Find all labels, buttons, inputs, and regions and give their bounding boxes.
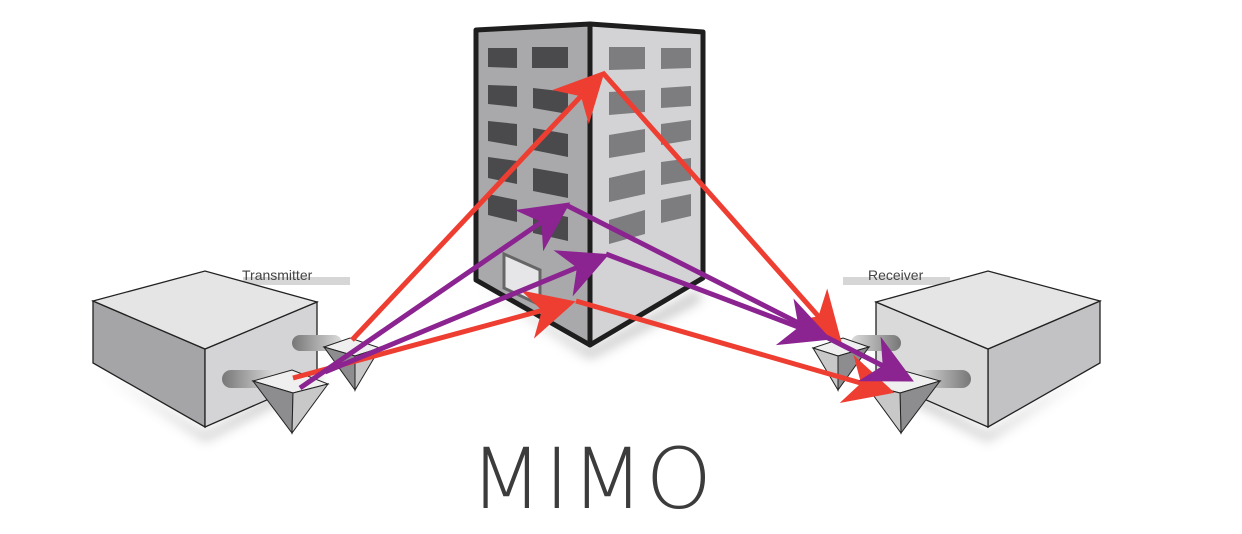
receiver-label: Receiver <box>868 267 924 283</box>
transmitter: Transmitter <box>91 267 382 440</box>
transmitter-label: Transmitter <box>242 267 313 283</box>
red-path-reflected-top <box>350 70 842 343</box>
purple-path-1 <box>298 202 914 391</box>
building <box>473 21 706 358</box>
purple-path-2 <box>324 250 832 375</box>
diagram-title: MIMO <box>470 430 714 528</box>
receiver: Receiver <box>811 267 1102 440</box>
signal-paths <box>292 70 914 403</box>
antenna-icon <box>251 369 330 435</box>
